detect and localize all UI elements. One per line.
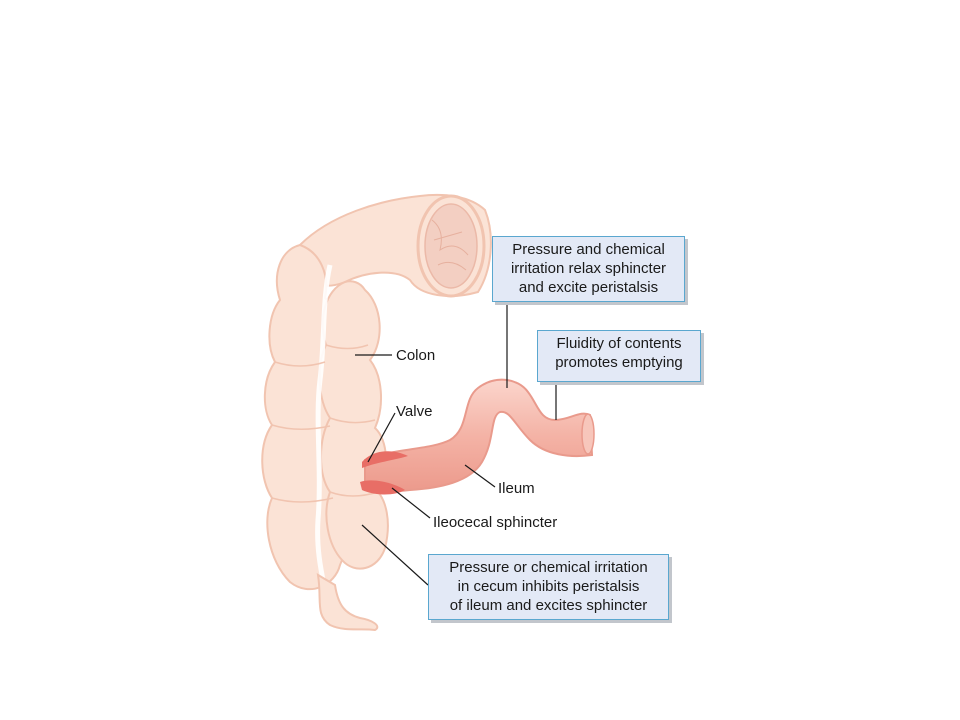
ileocecal-sphincter-shape — [360, 480, 405, 495]
callout-top: Pressure and chemical irritation relax s… — [492, 236, 685, 302]
callout-bottom-line: in cecum inhibits peristalsis — [457, 578, 640, 595]
ileum-label: Ileum — [498, 480, 535, 497]
callout-top-line: Pressure and chemical — [512, 241, 665, 258]
callout-bottom-line: Pressure or chemical irritation — [449, 559, 648, 576]
ileum-tube — [364, 378, 594, 493]
callout-right: Fluidity of contents promotes emptying — [537, 330, 701, 382]
leader-ileum — [464, 464, 496, 488]
leader-bottom-callout — [361, 524, 429, 586]
leader-sphincter — [391, 487, 431, 519]
valve-label: Valve — [396, 403, 433, 420]
ascending-colon-inner — [318, 280, 389, 570]
callout-top-line: and excite peristalsis — [518, 279, 659, 296]
colon-label: Colon — [396, 347, 436, 364]
callout-right-line: Fluidity of contents — [556, 335, 682, 352]
sphincter-label: Ileocecal sphincter — [433, 514, 558, 531]
callout-bottom-line: of ileum and excites sphincter — [449, 597, 648, 614]
callout-top-line: irritation relax sphincter — [510, 260, 667, 277]
ileocecal-valve — [362, 451, 408, 468]
callout-bottom: Pressure or chemical irritation in cecum… — [428, 554, 669, 620]
appendix — [316, 573, 379, 632]
callout-right-line: promotes emptying — [555, 354, 683, 371]
leader-valve — [367, 412, 396, 463]
